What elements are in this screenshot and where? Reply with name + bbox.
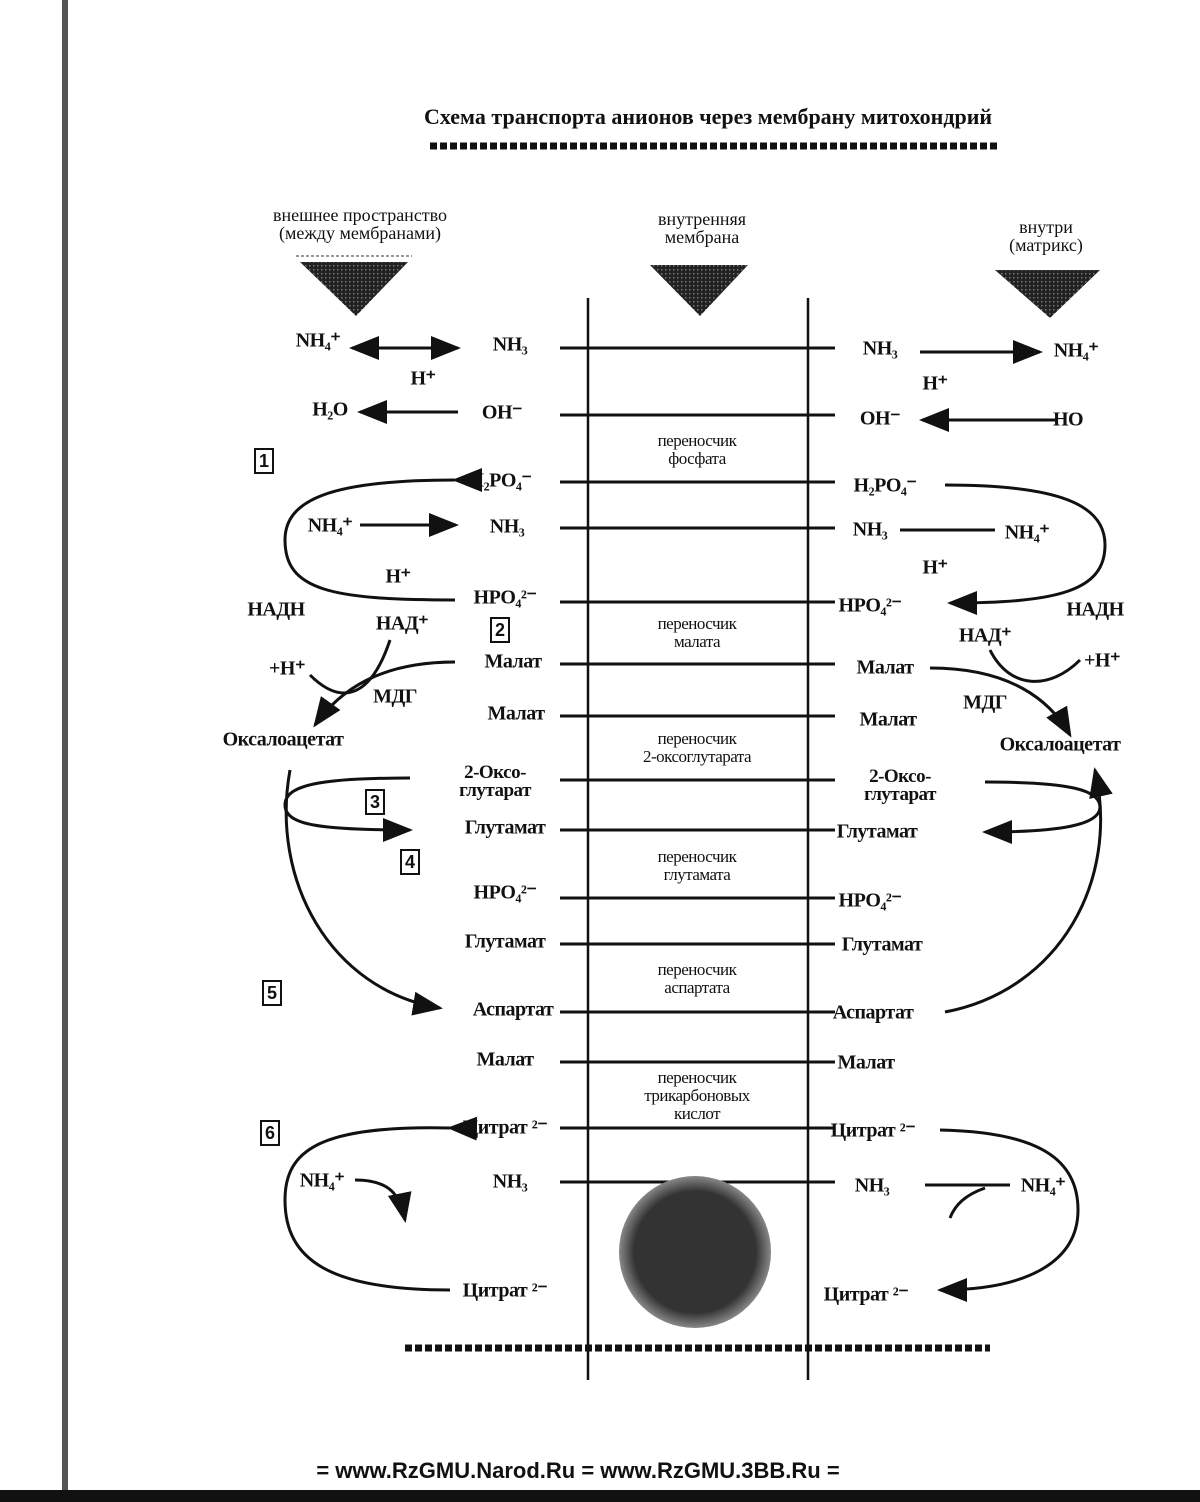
- step-box-3: 3: [365, 789, 385, 815]
- carrier-tricarboxylate: переносчиктрикарбоновыхкислот: [644, 1069, 749, 1123]
- carrier-line: глутамата: [658, 866, 737, 884]
- right-malate-1: Малат: [856, 657, 913, 680]
- bottom-bar: [0, 1490, 1200, 1502]
- footer-watermark: = www.RzGMU.Narod.Ru = www.RzGMU.3BB.Ru …: [316, 1458, 839, 1484]
- header-line: (матрикс): [1009, 236, 1083, 254]
- left-hpo4-2: HPO₄²⁻: [474, 880, 537, 905]
- right-oxoglutarate: 2-Оксо-глутарат: [864, 768, 936, 804]
- carrier-oxoglutarate: переносчик2-оксоглутарата: [643, 730, 751, 766]
- header-triangles: [296, 256, 1100, 318]
- right-nh3-2: NH₃: [853, 519, 888, 542]
- left-hplus: +H⁺: [269, 656, 305, 681]
- right-hplus: +H⁺: [1084, 648, 1120, 673]
- right-citrate-1: Цитрат ²⁻: [831, 1118, 916, 1143]
- carrier-line: переносчик: [658, 432, 737, 450]
- right-mdh: МДГ: [963, 692, 1007, 715]
- left-nad: НАД⁺: [376, 611, 428, 636]
- carrier-phosphate: переносчикфосфата: [658, 432, 737, 468]
- carrier-line: малата: [658, 633, 737, 651]
- carrier-glutamate: переносчикглутамата: [658, 848, 737, 884]
- label-line: глутарат: [459, 782, 531, 800]
- header-outer-space: внешнее пространство(между мембранами): [273, 206, 447, 242]
- left-nh4-3: NH₄⁺: [300, 1168, 345, 1193]
- diagram-title: Схема транспорта анионов через мембрану …: [424, 104, 992, 130]
- right-nh4-1: NH₄⁺: [1054, 338, 1099, 363]
- right-citrate-2: Цитрат ²⁻: [824, 1282, 909, 1307]
- carrier-line: 2-оксоглутарата: [643, 748, 751, 766]
- header-line: (между мембранами): [273, 224, 447, 242]
- header-line: внешнее пространство: [273, 206, 447, 224]
- left-oxaloacetate: Оксалоацетат: [223, 729, 344, 752]
- step-box-5: 5: [262, 980, 282, 1006]
- step-box-4: 4: [400, 849, 420, 875]
- carrier-line: переносчик: [658, 615, 737, 633]
- carrier-line: трикарбоновых: [644, 1087, 749, 1105]
- right-nh4-2: NH₄⁺: [1005, 520, 1050, 545]
- left-nadh: НАДН: [247, 599, 304, 622]
- right-h-1: H⁺: [922, 371, 947, 396]
- right-ho: HO: [1053, 409, 1083, 432]
- right-nad: НАД⁺: [959, 623, 1011, 648]
- right-oh: OH⁻: [860, 406, 900, 431]
- reaction-curves: [285, 348, 1105, 1290]
- left-oxoglutarate: 2-Оксо-глутарат: [459, 764, 531, 800]
- left-h2po4: H₂PO₄⁻: [469, 468, 532, 493]
- left-glutamate-2: Глутамат: [465, 931, 546, 954]
- header-line: мембрана: [658, 228, 746, 246]
- right-hpo4-1: HPO₄²⁻: [839, 593, 902, 618]
- header-line: внутри: [1009, 218, 1083, 236]
- right-nh4-3: NH₄⁺: [1021, 1173, 1066, 1198]
- left-malate-2: Малат: [487, 703, 544, 726]
- left-hpo4-1: HPO₄²⁻: [474, 585, 537, 610]
- step-box-1: 1: [254, 448, 274, 474]
- right-glutamate-2: Глутамат: [842, 934, 923, 957]
- carrier-line: кислот: [644, 1105, 749, 1123]
- carrier-line: переносчик: [658, 961, 737, 979]
- carrier-line: переносчик: [658, 848, 737, 866]
- header-matrix: внутри(матрикс): [1009, 218, 1083, 254]
- header-line: внутренняя: [658, 210, 746, 228]
- left-nh4-1: NH₄⁺: [296, 328, 341, 353]
- left-malate-1: Малат: [484, 651, 541, 674]
- carrier-line: фосфата: [658, 450, 737, 468]
- carrier-aspartate: переносчикаспартата: [658, 961, 737, 997]
- right-h2po4: H₂PO₄⁻: [854, 473, 917, 498]
- step-box-2: 2: [490, 617, 510, 643]
- right-hpo4-2: HPO₄²⁻: [839, 888, 902, 913]
- dark-circle-blot: [619, 1176, 771, 1328]
- left-h2o: H₂O: [312, 399, 348, 422]
- right-nh3-1: NH₃: [863, 338, 898, 361]
- right-malate-2: Малат: [859, 709, 916, 732]
- left-h-2: H⁺: [385, 564, 410, 589]
- left-glutamate-1: Глутамат: [465, 817, 546, 840]
- left-citrate-1: Цитрат ²⁻: [463, 1115, 548, 1140]
- left-mdh: МДГ: [373, 686, 417, 709]
- page-left-edge: [62, 0, 68, 1490]
- right-malate-3: Малат: [837, 1052, 894, 1075]
- left-oh: OH⁻: [482, 400, 522, 425]
- left-aspartate: Аспартат: [473, 999, 554, 1022]
- right-nh3-3: NH₃: [855, 1175, 890, 1198]
- carrier-line: переносчик: [644, 1069, 749, 1087]
- step-box-6: 6: [260, 1120, 280, 1146]
- left-malate-3: Малат: [476, 1049, 533, 1072]
- label-line: глутарат: [864, 786, 936, 804]
- carrier-line: аспартата: [658, 979, 737, 997]
- right-nadh: НАДН: [1066, 599, 1123, 622]
- carrier-line: переносчик: [643, 730, 751, 748]
- left-citrate-2: Цитрат ²⁻: [463, 1278, 548, 1303]
- right-oxaloacetate: Оксалоацетат: [1000, 734, 1121, 757]
- left-nh3-1: NH₃: [493, 334, 528, 357]
- left-h-1: H⁺: [410, 366, 435, 391]
- left-nh4-2: NH₄⁺: [308, 513, 353, 538]
- carrier-malate: переносчикмалата: [658, 615, 737, 651]
- right-h-2: H⁺: [922, 555, 947, 580]
- right-aspartate: Аспартат: [833, 1002, 914, 1025]
- left-nh3-2: NH₃: [490, 516, 525, 539]
- right-glutamate-1: Глутамат: [837, 821, 918, 844]
- header-inner-membrane: внутренняямембрана: [658, 210, 746, 246]
- left-nh3-3: NH₃: [493, 1171, 528, 1194]
